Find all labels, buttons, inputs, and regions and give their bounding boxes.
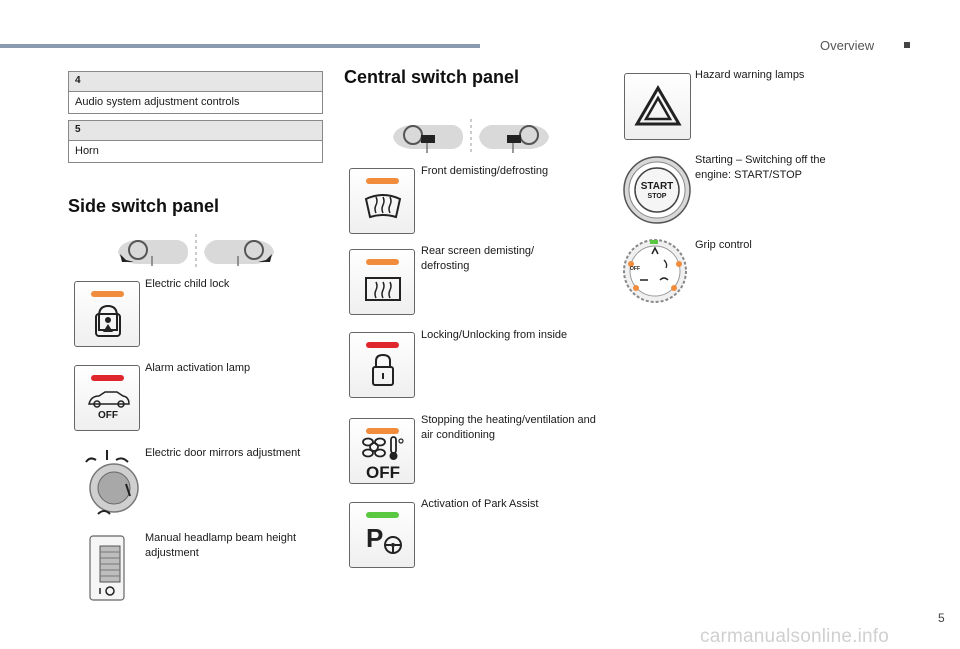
dashboard-side-location-icon [116,232,276,277]
table-number: 4 [69,72,322,92]
central-item-label: Front demisting/defrosting [421,165,549,177]
grip-control-dial-icon [623,239,687,303]
fan-off-icon [362,436,404,460]
right-item-label: Grip control [695,239,752,251]
side-item-label: Alarm activation lamp [145,362,251,374]
indicator-led [366,259,399,265]
header-marker [904,42,910,48]
side-item-label: Electric door mirrors adjustment [145,447,301,459]
child-lock-icon [95,304,121,337]
side-item-label: Electric child lock [145,278,230,290]
side-panel-title: Side switch panel [68,196,220,216]
indicator-led [91,291,124,297]
climate-off-text: OFF [366,463,400,482]
right-item-label: Starting – Switching off the engine: STA… [695,154,826,181]
central-lock-switch[interactable] [349,332,415,398]
rear-defrost-switch[interactable] [349,249,415,315]
park-assist-letter: P [366,523,384,553]
grip-control-dial[interactable]: OFF [622,238,688,309]
grip-off-text: OFF [630,266,640,272]
rear-defrost-icon [365,277,401,301]
alarm-activation-switch[interactable]: OFF [74,365,140,431]
start-stop-button[interactable]: START STOP [622,155,692,230]
start-stop-button-icon [623,156,691,224]
section-label: Overview [820,38,875,53]
side-item-label: Manual headlamp beam height adjustment [145,532,297,559]
table-item-4: 4 Audio system adjustment controls [68,71,323,114]
headlamp-height-wheel[interactable] [88,534,126,607]
indicator-led [91,375,124,381]
park-assist-switch[interactable]: P [349,502,415,568]
child-lock-switch[interactable] [74,281,140,347]
indicator-led [366,428,399,434]
start-text: START [640,181,674,192]
dashboard-central-location-icon [391,117,551,162]
climate-off-switch[interactable]: OFF [349,418,415,484]
central-item-label: Stopping the heating/ventilation and air… [421,414,596,441]
mirror-adjust-control[interactable] [74,446,140,523]
alarm-off-icon [88,391,130,408]
watermark: carmanualsonline.info [700,626,890,647]
indicator-led [366,342,399,348]
central-item-label: Activation of Park Assist [421,498,539,510]
table-item-5: 5 Horn [68,120,323,163]
mirror-adjust-icon [85,450,139,515]
stop-text: STOP [647,193,667,200]
headlamp-height-icon [89,535,125,601]
right-item-label: Hazard warning lamps [695,69,805,81]
table-text: Audio system adjustment controls [75,96,240,108]
lock-icon [372,353,394,386]
hazard-warning-button[interactable] [624,73,691,140]
indicator-led [366,178,399,184]
central-item-label: Rear screen demisting/ defrosting [421,245,535,272]
hazard-triangle-icon [634,85,682,126]
alarm-off-text: OFF [98,410,118,421]
park-assist-icon [384,536,402,554]
header-accent-bar [0,44,480,48]
page-number: 5 [938,611,945,625]
table-text: Horn [75,145,99,157]
central-item-label: Locking/Unlocking from inside [421,329,568,341]
central-panel-title: Central switch panel [344,67,520,87]
front-defrost-switch[interactable] [349,168,415,234]
table-number: 5 [69,121,322,141]
indicator-led [366,512,399,518]
front-defrost-icon [364,194,402,219]
